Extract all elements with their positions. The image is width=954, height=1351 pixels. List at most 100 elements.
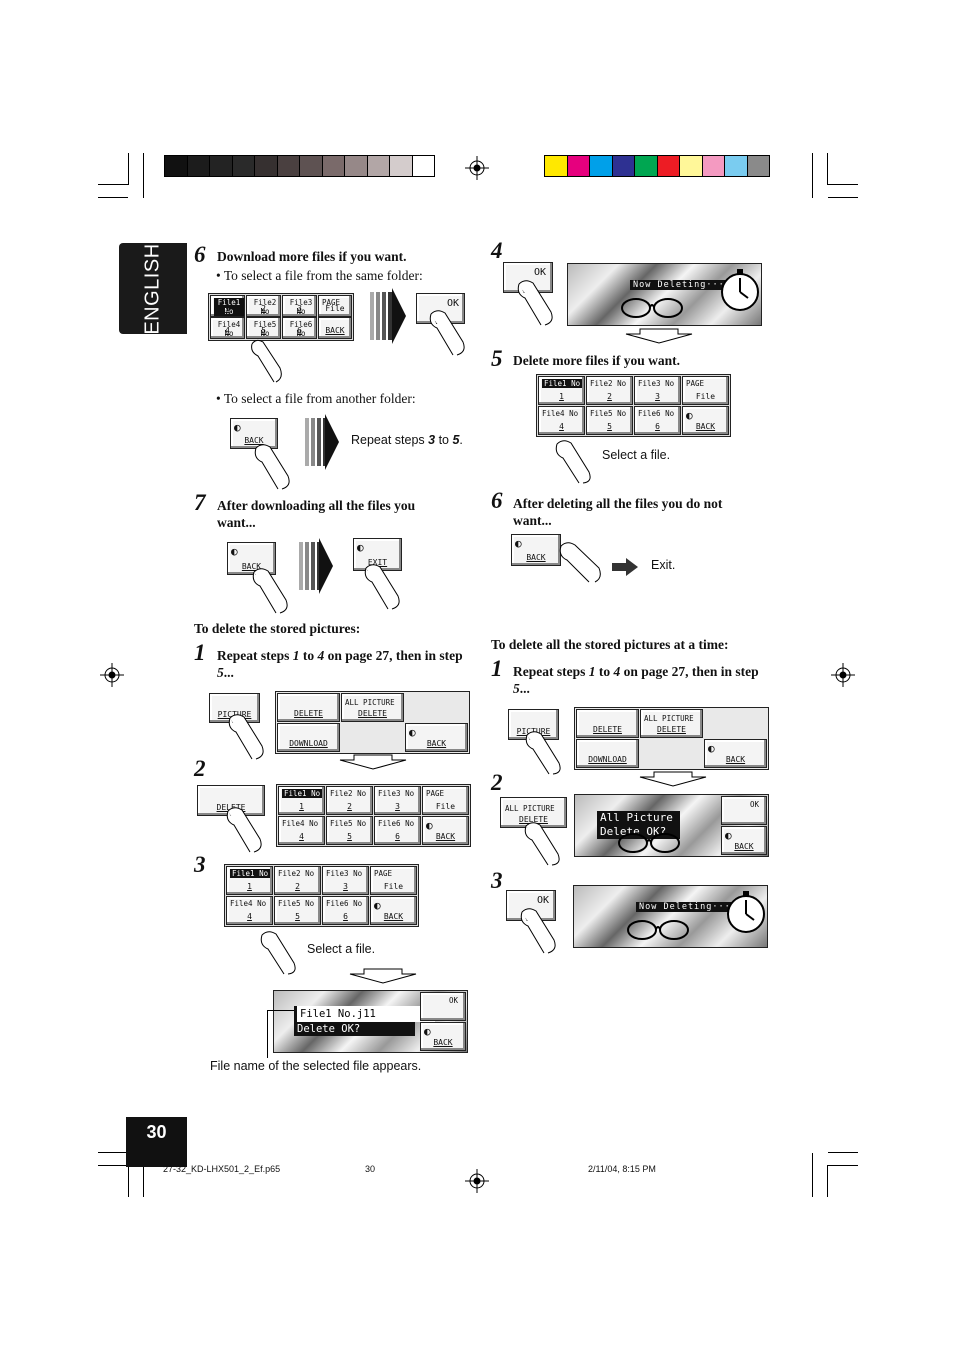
registration-target-icon — [465, 1169, 489, 1193]
step-title: Repeat steps 1 to 4 on page 27, then in … — [217, 648, 463, 680]
delete-button[interactable]: DELETE — [277, 693, 340, 722]
download-button[interactable]: DOWNLOAD — [277, 723, 340, 752]
color-swatch — [567, 156, 590, 176]
back-button[interactable]: BACK — [318, 317, 352, 339]
registration-target-icon — [465, 156, 489, 180]
selected-file-name: File1 No.j11 — [297, 1006, 435, 1022]
finger-press-icon — [252, 568, 288, 614]
step-number: 2 — [194, 756, 206, 781]
back-button[interactable]: ◐BACK — [370, 896, 417, 925]
back-button[interactable]: ◐BACK — [420, 1022, 466, 1051]
gray-swatch — [367, 156, 390, 176]
back-button[interactable]: ◐BACK — [227, 542, 276, 575]
gray-swatch — [187, 156, 210, 176]
step-number: 7 — [194, 490, 206, 515]
step-title: After deleting all the files you do not … — [513, 496, 723, 528]
back-button[interactable]: ◐BACK — [405, 723, 468, 752]
step-number: 1 — [491, 656, 503, 681]
back-button[interactable]: ◐BACK — [704, 739, 767, 768]
step-title: Delete more files if you want. — [513, 353, 680, 368]
color-swatch — [725, 156, 748, 176]
exit-button[interactable]: ◐EXIT — [353, 538, 402, 571]
registration-target-icon — [831, 663, 855, 687]
ok-button[interactable]: OK — [721, 796, 767, 825]
page-number: 30 — [126, 1117, 187, 1167]
confirm-all-delete-screen: All Picture Delete OK? OK ◐BACK — [574, 794, 769, 857]
footer-date: 2/11/04, 8:15 PM — [588, 1164, 656, 1174]
delete-button[interactable]: DELETE — [576, 709, 639, 738]
gray-calibration-bars — [164, 155, 435, 177]
now-deleting-label: Now Deleting··· — [630, 280, 728, 290]
registration-target-icon — [100, 663, 124, 687]
footer-page: 30 — [365, 1164, 376, 1174]
step-number: 3 — [194, 852, 206, 877]
transition-arrow-icon — [299, 538, 333, 594]
gray-swatch — [300, 156, 323, 176]
back-button[interactable]: ◐BACK — [511, 534, 561, 566]
gray-swatch — [412, 156, 434, 176]
color-calibration-bars — [544, 155, 770, 177]
download-button[interactable]: DOWNLOAD — [576, 739, 639, 768]
clock-icon — [727, 891, 765, 933]
back-button[interactable]: ◐BACK — [230, 418, 278, 449]
color-swatch — [747, 156, 769, 176]
bullet-text: • To select a file from the same folder: — [216, 268, 423, 283]
down-arrow-icon — [349, 968, 417, 984]
ok-button[interactable]: OK — [420, 992, 466, 1021]
down-arrow-icon — [339, 754, 407, 770]
confirm-file-delete-screen: File1 No.j11 Delete OK? OK ◐BACK — [273, 990, 468, 1053]
glasses-icon — [618, 833, 680, 853]
gray-swatch — [232, 156, 255, 176]
gray-swatch — [345, 156, 368, 176]
finger-press-icon — [251, 339, 282, 383]
back-button[interactable]: ◐BACK — [721, 826, 767, 855]
finger-press-icon — [559, 542, 601, 583]
finger-press-icon — [254, 444, 290, 490]
back-button[interactable]: ◐BACK — [422, 816, 469, 845]
deleting-progress-screen: Now Deleting··· — [567, 263, 762, 326]
finger-press-icon — [228, 714, 264, 760]
deleting-progress-screen: Now Deleting··· — [573, 885, 768, 948]
back-button[interactable]: ◐BACK — [682, 406, 729, 435]
now-deleting-label: Now Deleting··· — [636, 902, 734, 912]
step-number: 3 — [491, 868, 503, 893]
transition-arrow-icon — [305, 414, 339, 470]
step-number: 1 — [194, 640, 206, 665]
finger-press-icon — [364, 564, 400, 610]
callout-note: File name of the selected file appears. — [210, 1059, 422, 1073]
